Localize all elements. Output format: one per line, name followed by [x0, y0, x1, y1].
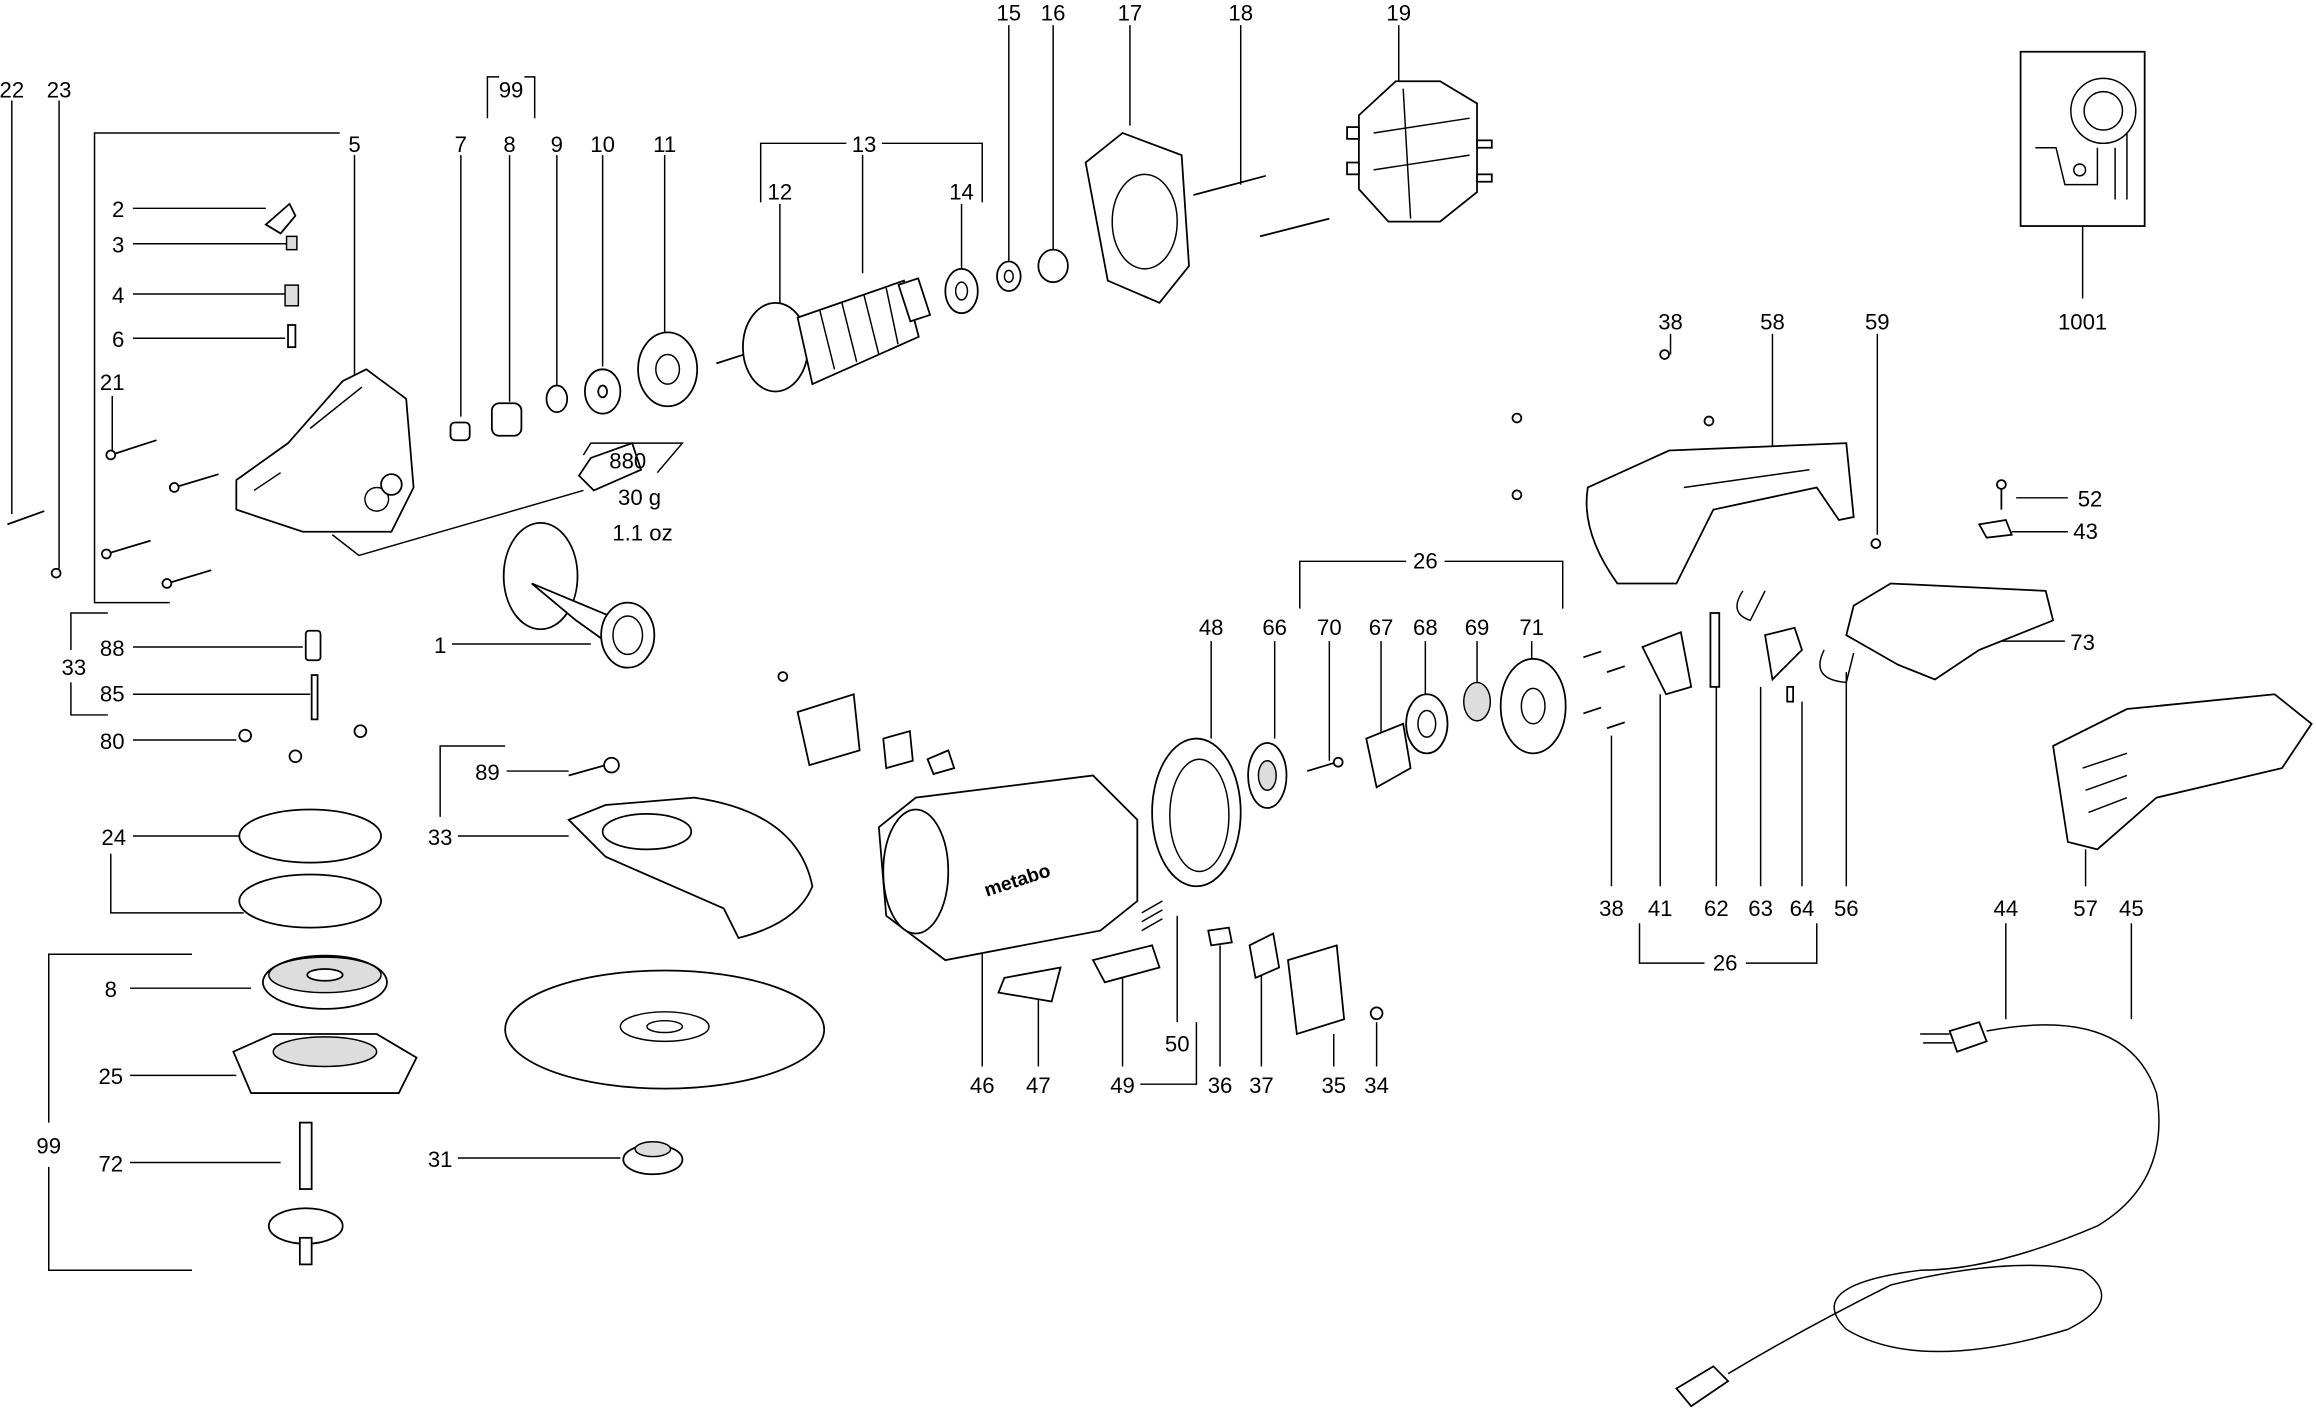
handle-parts: [1511, 349, 2313, 1408]
label-72: 72: [98, 1151, 123, 1176]
label-56: 56: [1834, 896, 1859, 921]
label-16: 16: [1041, 1, 1066, 26]
label-22: 22: [0, 78, 24, 103]
label-52: 52: [2078, 487, 2103, 512]
label-58: 58: [1760, 309, 1785, 334]
label-71: 71: [1519, 615, 1544, 640]
screw-icon: [105, 439, 157, 461]
label-1: 1: [434, 633, 446, 658]
label-2: 2: [112, 197, 124, 222]
label-11: 11: [653, 132, 676, 157]
label-49: 49: [1110, 1073, 1135, 1098]
label-66: 66: [1262, 615, 1287, 640]
label-26-top: 26: [1413, 549, 1438, 574]
label-35: 35: [1321, 1073, 1346, 1098]
label-18: 18: [1228, 1, 1253, 26]
label-63: 63: [1748, 896, 1773, 921]
label-88: 88: [100, 636, 125, 661]
leader-lines-center: [981, 560, 1564, 1085]
label-43: 43: [2073, 519, 2098, 544]
grease-weight-g: 30 g: [618, 485, 661, 510]
label-45: 45: [2119, 896, 2144, 921]
label-57: 57: [2073, 896, 2098, 921]
label-99-top: 99: [499, 78, 524, 103]
label-8-bottom: 8: [105, 977, 117, 1002]
label-85: 85: [100, 682, 125, 707]
label-50: 50: [1165, 1032, 1190, 1057]
label-38-top: 38: [1658, 309, 1683, 334]
label-33: 33: [428, 825, 453, 850]
leader-lines-left: [11, 76, 684, 1272]
label-44: 44: [1994, 896, 2019, 921]
label-47: 47: [1026, 1073, 1051, 1098]
label-10: 10: [590, 132, 615, 157]
label-25: 25: [98, 1064, 123, 1089]
label-26-bottom: 26: [1713, 950, 1738, 975]
label-4: 4: [112, 283, 124, 308]
label-1001: 1001: [2058, 309, 2107, 334]
label-69: 69: [1465, 615, 1490, 640]
label-12: 12: [768, 179, 793, 204]
label-9: 9: [551, 132, 563, 157]
label-89: 89: [475, 760, 500, 785]
label-38-bottom: 38: [1599, 896, 1624, 921]
label-64: 64: [1790, 896, 1815, 921]
label-99-bottom: 99: [36, 1134, 61, 1159]
label-67: 67: [1369, 615, 1394, 640]
motor-parts: [716, 50, 2146, 393]
part-number-labels: 22 23 5 99 7 8 9 10 11 13 12 14 15 16 17…: [0, 1, 2144, 1177]
label-24: 24: [101, 825, 126, 850]
leader-lines-right: [1610, 333, 2133, 1020]
label-8-top: 8: [503, 132, 515, 157]
wiring-diagram: [2019, 50, 2146, 227]
label-70: 70: [1317, 615, 1342, 640]
label-3: 3: [112, 233, 124, 258]
label-6: 6: [112, 327, 124, 352]
label-62: 62: [1704, 896, 1729, 921]
label-14: 14: [949, 179, 974, 204]
label-17: 17: [1118, 1, 1143, 26]
label-59: 59: [1865, 309, 1890, 334]
label-7: 7: [455, 132, 467, 157]
label-23: 23: [47, 78, 72, 103]
label-73: 73: [2070, 630, 2095, 655]
grease-part-number: 880: [609, 448, 646, 473]
label-13: 13: [852, 132, 877, 157]
label-19: 19: [1386, 1, 1411, 26]
label-80: 80: [100, 729, 125, 754]
label-36: 36: [1208, 1073, 1233, 1098]
label-68: 68: [1413, 615, 1438, 640]
leader-lines-motor: [759, 25, 1400, 318]
label-48: 48: [1199, 615, 1224, 640]
label-41: 41: [1648, 896, 1673, 921]
grease-weight-oz: 1.1 oz: [612, 521, 672, 546]
label-15: 15: [996, 1, 1021, 26]
label-21: 21: [100, 370, 125, 395]
label-46: 46: [970, 1073, 995, 1098]
label-33-bracket: 33: [62, 655, 87, 680]
label-34: 34: [1364, 1073, 1389, 1098]
label-31: 31: [428, 1147, 453, 1172]
label-5: 5: [348, 132, 360, 157]
label-37: 37: [1249, 1073, 1274, 1098]
gear-head-parts: 880 30 g 1.1 oz: [7, 202, 826, 1266]
center-parts: metabo: [777, 657, 1567, 1036]
